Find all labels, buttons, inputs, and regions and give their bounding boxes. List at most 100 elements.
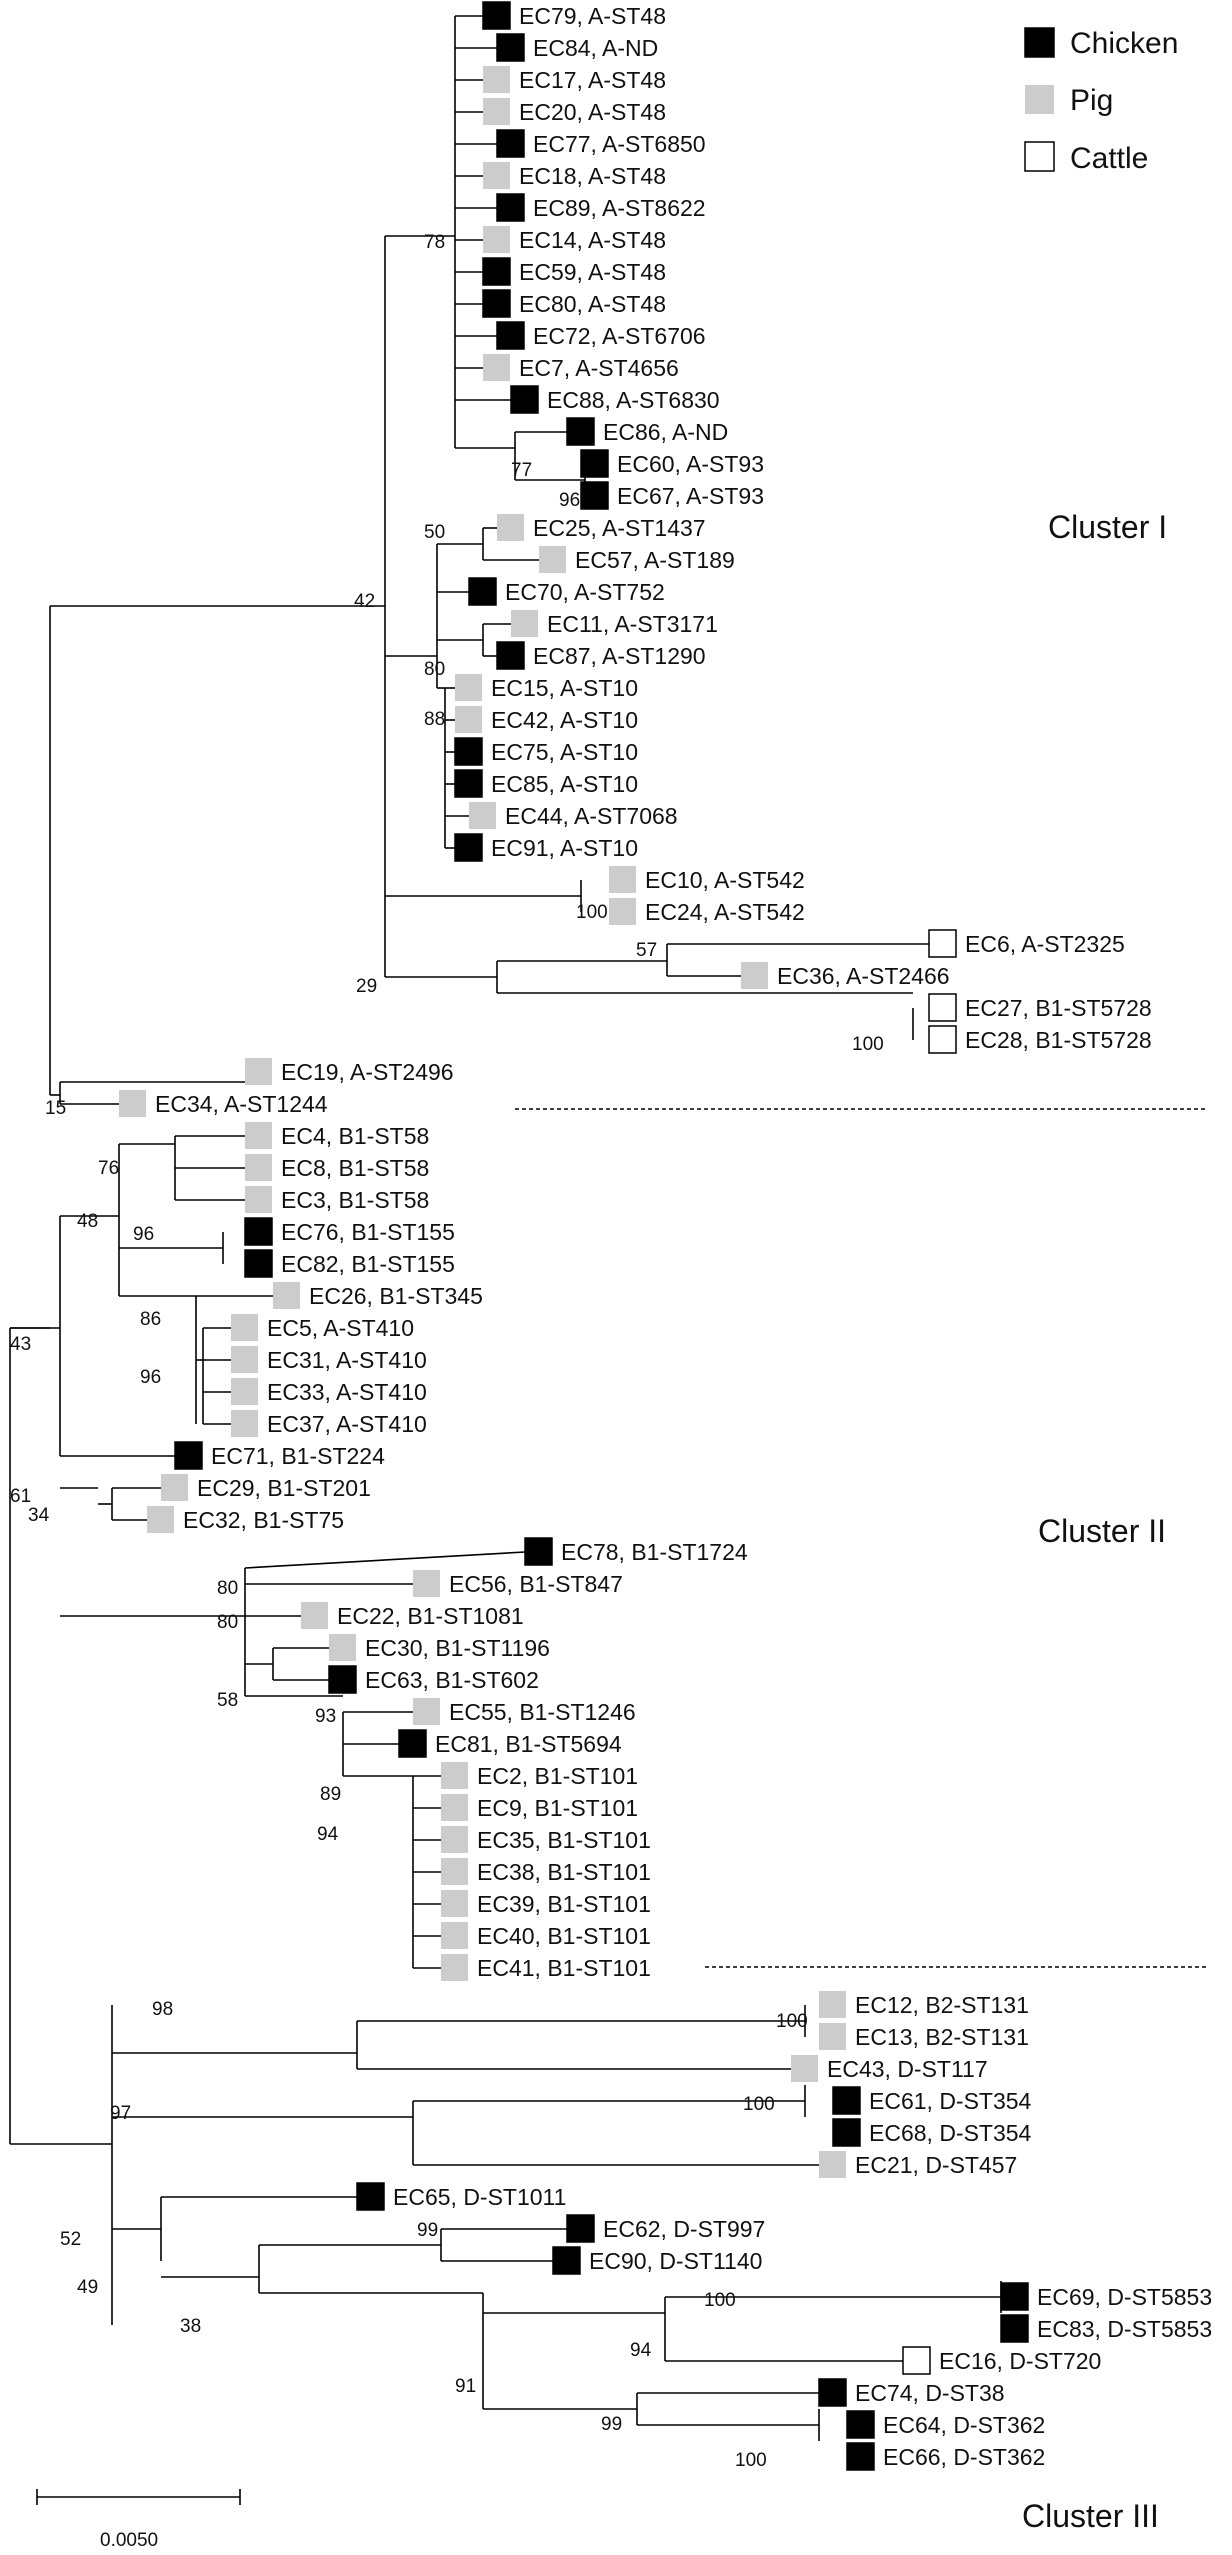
isolate-tip: EC28, B1-ST5728 [928,1025,1152,1054]
isolate-tip: EC80, A-ST48 [482,289,666,318]
host-marker-chicken [468,577,497,606]
isolate-tip: EC2, B1-ST101 [441,1762,638,1789]
legend-item-pig: Pig [1025,84,1113,117]
isolate-tip: EC12, B2-ST131 [819,1991,1029,2018]
isolate-tip: EC3, B1-ST58 [245,1186,429,1213]
isolate-label: EC18, A-ST48 [519,163,666,189]
host-marker-cattle [928,1025,957,1054]
bootstrap-value: 52 [60,2229,81,2250]
host-marker-pig [245,1186,272,1213]
host-marker-pig [119,1090,146,1117]
isolate-label: EC31, A-ST410 [267,1347,427,1373]
host-marker-pig [245,1058,272,1085]
isolate-label: EC41, B1-ST101 [477,1955,651,1981]
isolate-label: EC59, A-ST48 [519,259,666,285]
isolate-tip: EC44, A-ST7068 [469,802,678,829]
isolate-tip: EC8, B1-ST58 [245,1154,429,1181]
host-marker-pig [273,1282,300,1309]
legend: Chicken Pig Cattle [1024,27,1178,175]
host-marker-chicken [496,129,525,158]
isolate-label: EC28, B1-ST5728 [965,1027,1152,1053]
isolate-label: EC13, B2-ST131 [855,2024,1029,2050]
isolate-tip: EC39, B1-ST101 [441,1890,651,1917]
host-marker-chicken [496,641,525,670]
host-marker-cattle [902,2346,931,2375]
isolate-label: EC71, B1-ST224 [211,1443,385,1469]
isolate-tip: EC83, D-ST5853 [1000,2314,1212,2343]
isolate-label: EC62, D-ST997 [603,2216,765,2242]
host-marker-pig [819,2023,846,2050]
isolate-label: EC40, B1-ST101 [477,1923,651,1949]
isolate-tip: EC5, A-ST410 [231,1314,414,1341]
cluster-label-i: Cluster I [1048,509,1167,545]
isolate-label: EC74, D-ST38 [855,2380,1005,2406]
isolate-tip: EC37, A-ST410 [231,1410,427,1437]
isolate-tip: EC25, A-ST1437 [497,514,706,541]
bootstrap-value: 94 [317,1824,339,1845]
isolate-tip: EC60, A-ST93 [580,449,764,478]
host-marker-pig [413,1698,440,1725]
bootstrap-value: 96 [559,490,580,511]
isolate-label: EC61, D-ST354 [869,2088,1032,2114]
bootstrap-value: 76 [98,1158,119,1179]
host-marker-pig [441,1794,468,1821]
isolate-tip: EC32, B1-ST75 [147,1506,344,1533]
isolate-label: EC64, D-ST362 [883,2412,1045,2438]
isolate-tip: EC78, B1-ST1724 [524,1537,748,1566]
isolate-tip: EC20, A-ST48 [483,98,666,125]
isolate-label: EC87, A-ST1290 [533,643,706,669]
host-marker-pig [231,1378,258,1405]
isolate-tip: EC61, D-ST354 [832,2086,1032,2115]
isolate-tip: EC70, A-ST752 [468,577,665,606]
isolate-label: EC57, A-ST189 [575,547,735,573]
isolate-tip: EC89, A-ST8622 [496,193,706,222]
isolate-label: EC32, B1-ST75 [183,1507,344,1533]
host-marker-chicken [580,449,609,478]
bootstrap-value: 96 [140,1367,161,1388]
isolate-label: EC14, A-ST48 [519,227,666,253]
legend-label-cattle: Cattle [1070,142,1148,175]
isolate-tip: EC35, B1-ST101 [441,1826,651,1853]
host-marker-pig [441,1922,468,1949]
isolate-label: EC5, A-ST410 [267,1315,414,1341]
host-marker-chicken [1000,2314,1029,2343]
host-marker-pig [161,1474,188,1501]
isolate-label: EC77, A-ST6850 [533,131,706,157]
isolate-tip: EC42, A-ST10 [455,706,638,733]
host-marker-pig [483,226,510,253]
isolate-tip: EC65, D-ST1011 [356,2182,566,2211]
isolate-tip: EC38, B1-ST101 [441,1858,651,1885]
isolate-label: EC16, D-ST720 [939,2348,1101,2374]
host-marker-chicken [510,385,539,414]
host-marker-chicken [846,2442,875,2471]
isolate-label: EC68, D-ST354 [869,2120,1032,2146]
isolate-tip: EC64, D-ST362 [846,2410,1045,2439]
host-marker-pig [455,674,482,701]
host-marker-pig [511,610,538,637]
bootstrap-value: 49 [77,2277,98,2298]
host-marker-chicken [524,1537,553,1566]
host-marker-pig [413,1570,440,1597]
host-marker-pig [245,1122,272,1149]
isolate-label: EC4, B1-ST58 [281,1123,429,1149]
isolate-label: EC81, B1-ST5694 [435,1731,622,1757]
host-marker-chicken [552,2246,581,2275]
isolate-tip: EC27, B1-ST5728 [928,993,1152,1022]
isolate-tip: EC87, A-ST1290 [496,641,706,670]
isolate-label: EC21, D-ST457 [855,2152,1017,2178]
pig-swatch [1025,85,1054,114]
isolate-tip: EC9, B1-ST101 [441,1794,638,1821]
host-marker-chicken [482,257,511,286]
bootstrap-value: 93 [315,1706,336,1727]
cluster-label-ii: Cluster II [1038,1513,1166,1549]
isolate-tip: EC77, A-ST6850 [496,129,706,158]
isolate-label: EC24, A-ST542 [645,899,805,925]
isolate-label: EC26, B1-ST345 [309,1283,483,1309]
isolate-label: EC70, A-ST752 [505,579,665,605]
isolate-label: EC42, A-ST10 [491,707,638,733]
isolate-label: EC83, D-ST5853 [1037,2316,1212,2342]
cattle-swatch [1024,141,1055,172]
isolate-tip: EC76, B1-ST155 [244,1217,455,1246]
isolate-label: EC80, A-ST48 [519,291,666,317]
